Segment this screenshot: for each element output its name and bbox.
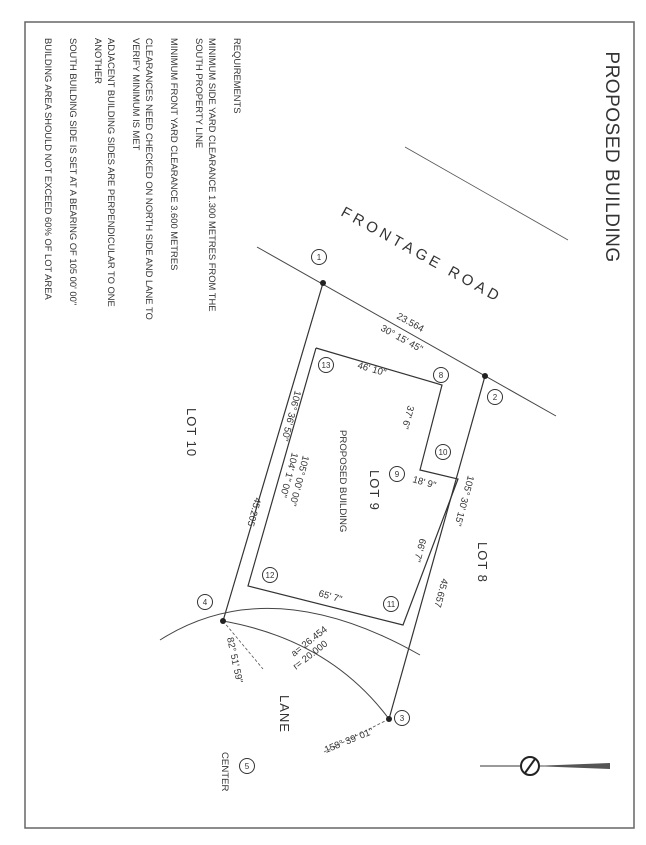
node-2: 2: [487, 389, 503, 405]
requirement-line-8: SOUTH BUILDING SIDE IS SET AT A BEARING …: [68, 38, 79, 305]
lot9-label: LOT 9: [367, 470, 382, 511]
lot8-label: LOT 8: [475, 542, 490, 583]
svg-text:10: 10: [439, 448, 448, 457]
building-top-label: 46' 10": [356, 360, 387, 379]
building-outline: [247, 347, 459, 626]
svg-text:11: 11: [387, 600, 396, 609]
lot-east-line: [388, 375, 486, 720]
corner3-bearing-label: 158° 39' 01": [323, 726, 375, 756]
lot10-label: LOT 10: [184, 408, 199, 457]
building-bottom-label: 65' 7": [317, 588, 343, 605]
svg-text:9: 9: [395, 470, 400, 479]
lane-arc-lower: [222, 620, 390, 720]
proposed-building-label: PROPOSED BUILDING: [337, 430, 348, 532]
lane-arc: [159, 607, 421, 656]
page-title: PROPOSED BUILDING: [601, 51, 622, 262]
svg-text:5: 5: [245, 762, 250, 771]
svg-text:4: 4: [203, 598, 208, 607]
svg-text:3: 3: [400, 714, 405, 723]
lot-west-line: [222, 282, 324, 622]
frontage-road-label: FRONTAGE ROAD: [338, 204, 505, 307]
sheet-border: [24, 21, 635, 829]
east-distance-label: 45.657: [432, 577, 450, 608]
svg-text:2: 2: [493, 393, 498, 402]
building-notch-horizontal-label: 18' 9": [411, 474, 437, 491]
node-3: 3: [394, 710, 410, 726]
center-label: CENTER: [219, 752, 230, 792]
node-9: 9: [389, 466, 405, 482]
node-10: 10: [435, 444, 451, 460]
svg-text:1: 1: [317, 253, 322, 262]
arc-angle-label: 82° 51' 59": [224, 636, 244, 684]
lane-label: LANE: [277, 695, 292, 733]
frontage-road-far-edge: [404, 146, 569, 241]
requirements-heading: REQUIREMENTS: [232, 38, 243, 114]
requirement-line-5: VERIFY MINIMUM IS MET: [131, 38, 142, 151]
node-13: 13: [318, 357, 334, 373]
north-arrow: [480, 756, 610, 776]
node-8: 8: [433, 367, 449, 383]
frontage-road-edge: [256, 246, 557, 417]
requirement-line-1: MINIMUM SIDE YARD CLEARANCE 1.300 METRES…: [207, 38, 218, 312]
svg-text:8: 8: [439, 371, 444, 380]
requirement-line-6: ADJACENT BUILDING SIDES ARE PERPENDICULA…: [106, 38, 117, 307]
node-5: 5: [239, 758, 255, 774]
node-12: 12: [262, 567, 278, 583]
node-4: 4: [197, 594, 213, 610]
west-bearing-label: 106° 36' 50": [279, 389, 303, 442]
node-1: 1: [311, 249, 327, 265]
node-11: 11: [383, 596, 399, 612]
requirements-block: REQUIREMENTS MINIMUM SIDE YARD CLEARANCE…: [43, 38, 243, 320]
building-right-label: 66' 7": [411, 537, 428, 563]
building-notch-vertical-label: 37' 6": [399, 404, 416, 430]
requirement-line-4: CLEARANCES NEED CHECKED ON NORTH SIDE AN…: [144, 38, 155, 320]
requirement-line-7: ANOTHER: [93, 38, 104, 84]
svg-text:13: 13: [322, 361, 331, 370]
requirement-line-3: MINIMUM FRONT YARD CLEARANCE 3.600 METRE…: [169, 38, 180, 270]
requirement-line-2: SOUTH PROPERTY LINE: [194, 38, 205, 148]
radius-line-4: [222, 620, 264, 670]
radius-line-3: [323, 718, 390, 753]
svg-text:12: 12: [266, 571, 275, 580]
requirement-line-9: BUILDING AREA SHOULD NOT EXCEED 60% OF L…: [43, 38, 54, 300]
west-distance-label: 45.205: [245, 496, 263, 527]
